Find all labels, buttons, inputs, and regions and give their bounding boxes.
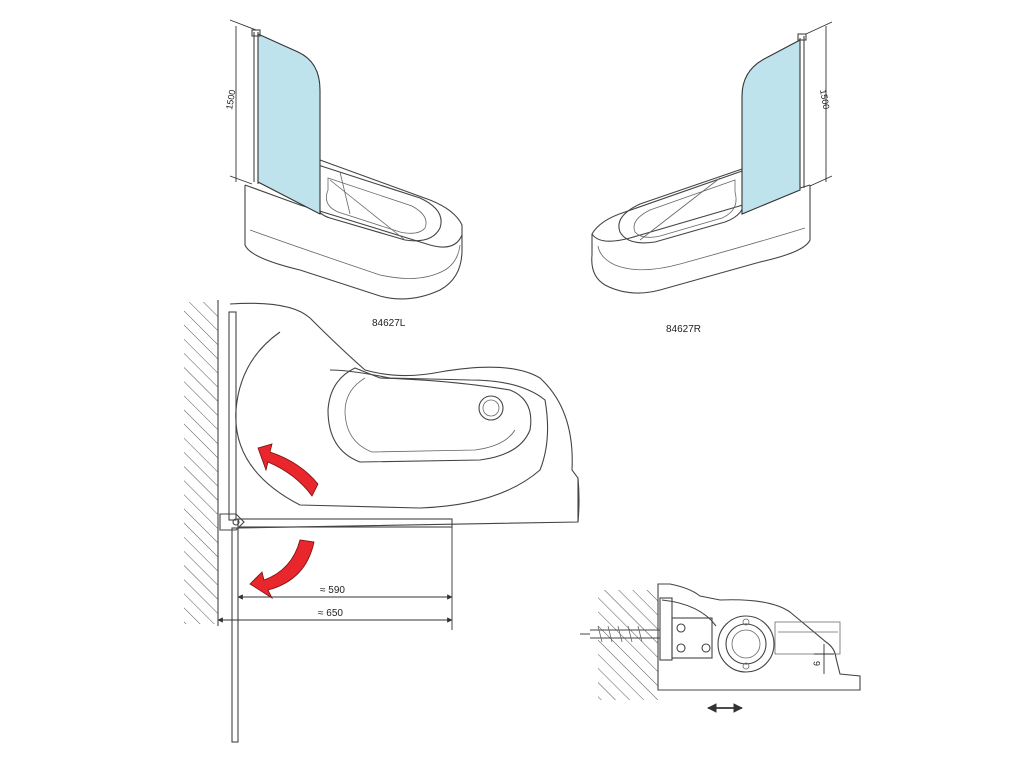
knob-inner [731,629,761,659]
hinge [219,513,245,531]
height-dimension-right: 1500 [805,21,833,187]
bathtub-right-view: 1500 84627R [591,21,833,335]
hinge-bracket [671,617,713,659]
dimension-650: ≈ 650 [217,608,453,623]
dimension-6: 6 [812,644,834,674]
bathtub-left-view: 1500 84627L [224,19,463,329]
wall-hatching [184,302,218,624]
screen-open [237,518,453,528]
glass-panel-left [257,33,321,215]
dim-label-650: ≈ 650 [318,608,343,619]
dimension-590: ≈ 590 [237,527,453,630]
drain-outer [478,395,504,421]
drain-inner [482,399,500,417]
rotation-arrow-icon [257,443,319,497]
model-label-left: 84627L [372,318,406,329]
height-label-right: 1500 [818,89,831,110]
rotation-arrow-icon [249,539,315,600]
detail-wall-hatching [598,590,658,700]
height-label-left: 1500 [224,89,237,110]
dim-label-6: 6 [812,661,822,666]
knob-middle [725,623,767,665]
glass-panel-right [741,39,801,215]
height-dimension-left: 1500 [224,19,257,185]
wall-screws [580,625,660,643]
knob-outer [717,615,775,673]
screen-closed [228,311,237,521]
model-label-right: 84627R [666,324,701,335]
detail-view: 6 [580,583,861,713]
screen-swing-down [231,527,239,743]
plan-view: ≈ 590 ≈ 650 [184,300,580,743]
dim-label-590: ≈ 590 [320,585,345,596]
